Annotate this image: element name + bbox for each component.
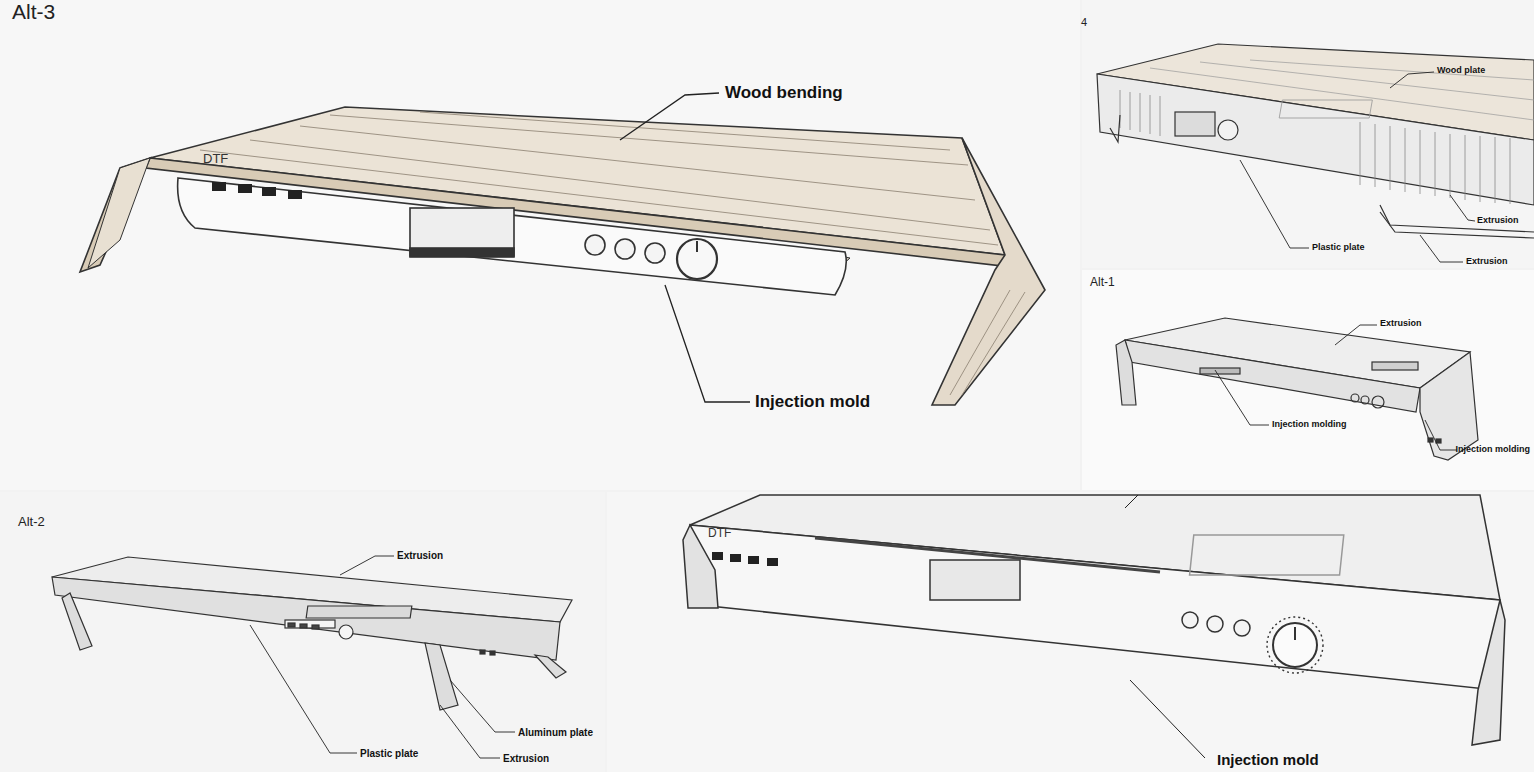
part-label: Injection mold: [1217, 752, 1319, 769]
alt-bottom-sketch: [683, 495, 1505, 745]
alt3-sketch: [80, 107, 1045, 405]
alt4-sketch: [1097, 44, 1534, 238]
part-label: Extrusion: [503, 753, 549, 764]
panel: [607, 492, 1534, 772]
alt2-sketch: [52, 557, 572, 710]
panel: [0, 0, 1080, 490]
alt1-sketch: [1116, 318, 1478, 460]
part-label: Aluminum plate: [518, 727, 593, 738]
part-label: Extrusion: [397, 550, 443, 561]
brand-mark: DTF: [708, 527, 731, 540]
part-label: Wood bending: [725, 84, 843, 103]
panel-title: Alt-3: [12, 0, 55, 23]
part-label: Extrusion: [1477, 216, 1519, 226]
panel: [1082, 0, 1534, 268]
leader-lines: [620, 93, 750, 402]
part-label: Extrusion: [1380, 319, 1422, 329]
part-label: Injection molding: [1272, 420, 1347, 430]
panel-title: Alt-2: [18, 515, 45, 529]
panel-title: Alt-1: [1090, 276, 1115, 289]
panel: [1082, 270, 1534, 490]
part-label: Injection molding: [1456, 445, 1531, 455]
part-label: Plastic plate: [360, 748, 418, 759]
leader-lines: [250, 556, 515, 758]
panel-title: 4: [1081, 16, 1087, 28]
leader-lines: [1215, 325, 1457, 450]
part-label: Extrusion: [1466, 257, 1508, 267]
brand-mark: DTF: [203, 152, 228, 166]
leader-lines: [1125, 495, 1205, 758]
part-label: Injection mold: [755, 393, 870, 412]
part-label: Wood plate: [1437, 66, 1485, 76]
part-label: Plastic plate: [1312, 243, 1365, 253]
leader-lines: [1240, 72, 1475, 262]
panel: [0, 492, 605, 772]
